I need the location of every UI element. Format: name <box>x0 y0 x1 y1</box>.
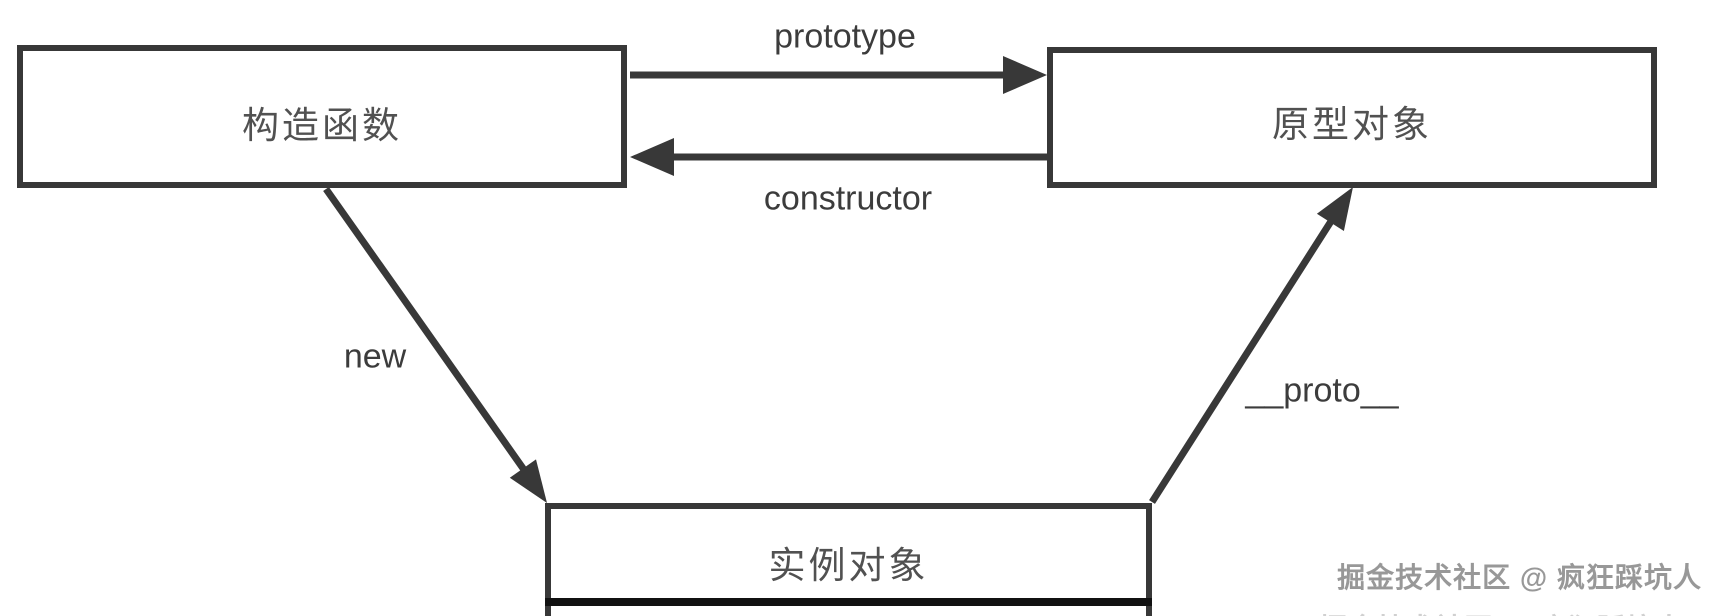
proto-arrow-line <box>1149 213 1338 504</box>
watermark: 掘金技术社区 @ 疯狂踩坑人 <box>1337 556 1702 596</box>
instance-box-divider <box>545 598 1152 606</box>
edge-label-prototype: prototype <box>774 17 916 56</box>
node-constructor-function-label: 构造函数 <box>242 104 402 146</box>
new-arrowhead-icon <box>509 459 547 503</box>
node-instance-object-cell: 实例对象 <box>551 509 1146 598</box>
watermark-text: 掘金技术社区 @ 疯狂踩坑人 <box>1337 562 1702 593</box>
node-prototype-object: 原型对象 <box>1047 47 1657 188</box>
edge-label-proto: __proto__ <box>1245 371 1399 410</box>
node-instance-object-label: 实例对象 <box>768 544 929 586</box>
watermark-clipped-row: 掘金技术社区 @ 疯狂踩坑人 <box>1319 607 1684 616</box>
edge-label-new: new <box>343 337 407 376</box>
new-arrow-line <box>323 186 530 477</box>
node-constructor-function: 构造函数 <box>17 45 627 188</box>
constructor-arrowhead-icon <box>630 138 674 176</box>
watermark-clipped-text: 掘金技术社区 @ 疯狂踩坑人 <box>1319 613 1684 616</box>
node-prototype-object-label: 原型对象 <box>1272 103 1432 145</box>
edge-label-constructor: constructor <box>763 179 933 218</box>
node-instance-object: 实例对象 <box>545 503 1152 616</box>
prototype-arrowhead-icon <box>1003 56 1047 94</box>
proto-arrowhead-icon <box>1316 187 1353 231</box>
